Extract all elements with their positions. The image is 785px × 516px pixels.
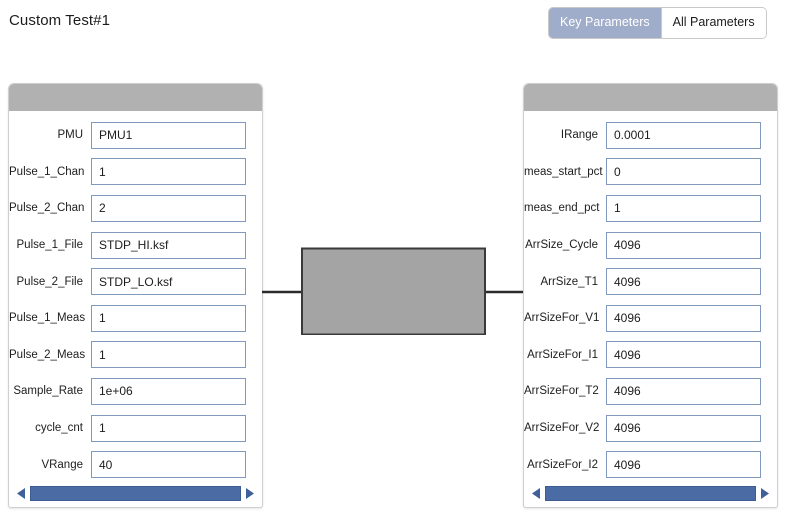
parameter-input-arrsize-cycle[interactable] — [606, 231, 761, 259]
parameter-row: Sample_Rate — [9, 373, 262, 410]
parameter-row: VRange — [9, 446, 262, 483]
page-title: Custom Test#1 — [9, 12, 111, 29]
parameter-input-meas-end-pct[interactable] — [606, 194, 761, 222]
left-panel-header — [9, 84, 262, 111]
parameter-input-arrsize-t1[interactable] — [606, 268, 761, 296]
parameter-input-arrsizefor-i2[interactable] — [606, 451, 761, 479]
triangle-right-icon[interactable] — [243, 485, 257, 502]
tab-all-parameters[interactable]: All Parameters — [660, 8, 766, 38]
parameter-label-pulse-1-chan: Pulse_1_Chan — [9, 165, 85, 178]
parameter-input-pmu[interactable] — [91, 121, 246, 149]
parameter-label-pmu: PMU — [57, 129, 83, 142]
right-panel-body: IRange meas_start_pct meas_end_pctArrSize_… — [524, 111, 777, 483]
parameter-row: ArrSizeFor_T2 — [524, 373, 777, 410]
parameter-row: IRange — [524, 117, 777, 154]
parameter-row: Pulse_2_File — [9, 263, 262, 300]
parameter-input-vrange[interactable] — [91, 451, 246, 479]
parameter-label-pulse-2-chan: Pulse_2_Chan — [9, 202, 85, 215]
left-parameter-panel: PMU Pulse_1_ChanPulse_2_ChanPulse_1_FileP… — [8, 83, 263, 508]
parameter-row: ArrSize_Cycle — [524, 227, 777, 264]
right-scroll-track[interactable] — [545, 486, 756, 501]
parameter-row: ArrSizeFor_I2 — [524, 446, 777, 483]
parameter-input-arrsizefor-v2[interactable] — [606, 414, 761, 442]
parameter-input-meas-start-pct[interactable] — [606, 158, 761, 186]
parameter-view-toggle-group[interactable]: Key Parameters All Parameters — [549, 8, 766, 38]
parameter-label-pulse-2-file: Pulse_2_File — [16, 275, 83, 288]
parameter-row: cycle_cnt — [9, 410, 262, 447]
parameter-label-sample-rate: Sample_Rate — [13, 385, 83, 398]
parameter-label-vrange: VRange — [41, 458, 83, 471]
parameter-input-cycle-cnt[interactable] — [91, 414, 246, 442]
parameter-input-pulse-2-chan[interactable] — [91, 194, 246, 222]
parameter-row: Pulse_2_Meas — [9, 337, 262, 374]
parameter-label-arrsizefor-i1: ArrSizeFor_I1 — [527, 348, 598, 361]
parameter-label-arrsizefor-t2: ArrSizeFor_T2 — [524, 385, 599, 398]
left-scroll-track[interactable] — [30, 486, 241, 501]
parameter-label-arrsizefor-i2: ArrSizeFor_I2 — [527, 458, 598, 471]
parameter-row: Pulse_1_Chan — [9, 154, 262, 191]
parameter-label-arrsizefor-v1: ArrSizeFor_V1 — [524, 312, 600, 325]
right-scroll-thumb[interactable] — [545, 486, 756, 501]
tab-key-parameters[interactable]: Key Parameters — [549, 8, 661, 38]
parameter-label-pulse-2-meas: Pulse_2_Meas — [9, 348, 86, 361]
parameter-label-arrsize-t1: ArrSize_T1 — [540, 275, 598, 288]
parameter-input-pulse-1-meas[interactable] — [91, 304, 246, 332]
parameter-input-arrsizefor-t2[interactable] — [606, 377, 761, 405]
parameter-label-meas-start-pct: meas_start_pct — [524, 165, 603, 178]
parameter-input-pulse-1-chan[interactable] — [91, 158, 246, 186]
parameter-row: ArrSizeFor_V2 — [524, 410, 777, 447]
left-scroll-thumb[interactable] — [30, 486, 241, 501]
triangle-right-icon[interactable] — [758, 485, 772, 502]
parameter-row: ArrSizeFor_V1 — [524, 300, 777, 337]
left-panel-body: PMU Pulse_1_ChanPulse_2_ChanPulse_1_FileP… — [9, 111, 262, 483]
parameter-row: meas_end_pct — [524, 190, 777, 227]
right-panel-horizontal-scrollbar[interactable] — [529, 485, 772, 502]
parameter-label-irange: IRange — [560, 129, 598, 142]
parameter-label-pulse-1-meas: Pulse_1_Meas — [9, 312, 86, 325]
parameter-input-arrsizefor-i1[interactable] — [606, 341, 761, 369]
parameter-row: Pulse_1_Meas — [9, 300, 262, 337]
parameter-row: Pulse_1_File — [9, 227, 262, 264]
parameter-row: Pulse_2_Chan — [9, 190, 262, 227]
parameter-input-sample-rate[interactable] — [91, 377, 246, 405]
device-under-test-symbol — [262, 247, 524, 335]
parameter-input-pulse-1-file[interactable] — [91, 231, 246, 259]
parameter-label-meas-end-pct: meas_end_pct — [524, 202, 600, 215]
parameter-row: ArrSize_T1 — [524, 263, 777, 300]
parameter-row: ArrSizeFor_I1 — [524, 337, 777, 374]
parameter-row: PMU — [9, 117, 262, 154]
parameter-input-pulse-2-meas[interactable] — [91, 341, 246, 369]
parameter-label-cycle-cnt: cycle_cnt — [35, 422, 83, 435]
left-panel-horizontal-scrollbar[interactable] — [14, 485, 257, 502]
parameter-input-pulse-2-file[interactable] — [91, 268, 246, 296]
parameter-row: meas_start_pct — [524, 154, 777, 191]
right-panel-header — [524, 84, 777, 111]
triangle-left-icon[interactable] — [529, 485, 543, 502]
parameter-label-pulse-1-file: Pulse_1_File — [16, 239, 83, 252]
parameter-label-arrsizefor-v2: ArrSizeFor_V2 — [524, 422, 600, 435]
parameter-input-arrsizefor-v1[interactable] — [606, 304, 761, 332]
triangle-left-icon[interactable] — [14, 485, 28, 502]
parameter-input-irange[interactable] — [606, 121, 761, 149]
right-parameter-panel: IRange meas_start_pct meas_end_pctArrSize_… — [523, 83, 778, 508]
parameter-label-arrsize-cycle: ArrSize_Cycle — [525, 239, 598, 252]
